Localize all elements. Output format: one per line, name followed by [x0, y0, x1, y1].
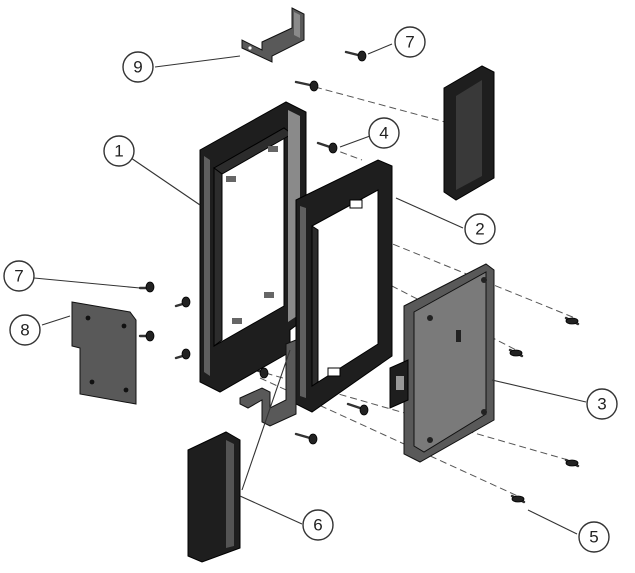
callout-1: 1: [103, 135, 135, 167]
bracket-top-part: [241, 7, 305, 63]
channel-cover-top-part: [443, 65, 495, 201]
callout-2-label: 2: [475, 220, 484, 239]
callout-8-label: 8: [20, 321, 29, 340]
callout-4: 4: [368, 117, 400, 149]
screw-frame-top: [316, 141, 338, 154]
back-plate-part: [71, 301, 137, 405]
screw-plate-3: [138, 330, 155, 342]
bracket-bottom-part: [239, 339, 297, 427]
controller-box-part: [389, 263, 495, 463]
callout-6: 6: [302, 509, 334, 541]
callout-3-label: 3: [597, 395, 606, 414]
leader-lines: [33, 43, 587, 535]
screw-bracket-low: [346, 402, 369, 416]
main-frame-part: [199, 101, 307, 393]
callout-9: 9: [122, 51, 154, 83]
screw-plate-2: [174, 296, 191, 308]
screw-top-right: [344, 50, 367, 62]
callout-1-label: 1: [114, 142, 123, 161]
callout-4-label: 4: [379, 124, 388, 143]
callout-7-left: 7: [3, 260, 35, 292]
bezel-part: [295, 159, 393, 413]
screw-bottom-left: [294, 432, 318, 445]
screw-right-2: [508, 348, 524, 358]
callout-3: 3: [586, 388, 618, 420]
screw-plate-4: [174, 348, 191, 360]
callout-7-left-label: 7: [14, 267, 23, 286]
callout-6-label: 6: [313, 516, 322, 535]
callout-5-label: 5: [589, 528, 598, 547]
screw-right-1: [564, 316, 580, 326]
callout-8: 8: [9, 314, 41, 346]
screw-plate-1: [138, 281, 155, 293]
callout-2: 2: [464, 213, 496, 245]
channel-cover-bottom-part: [187, 431, 241, 563]
callout-7-top-label: 7: [405, 33, 414, 52]
screw-right-3: [564, 458, 580, 468]
screw-right-4: [510, 494, 526, 504]
callout-7-top: 7: [394, 26, 426, 58]
callout-5: 5: [578, 521, 610, 553]
screw-top-left: [294, 80, 319, 92]
callout-9-label: 9: [133, 58, 142, 77]
